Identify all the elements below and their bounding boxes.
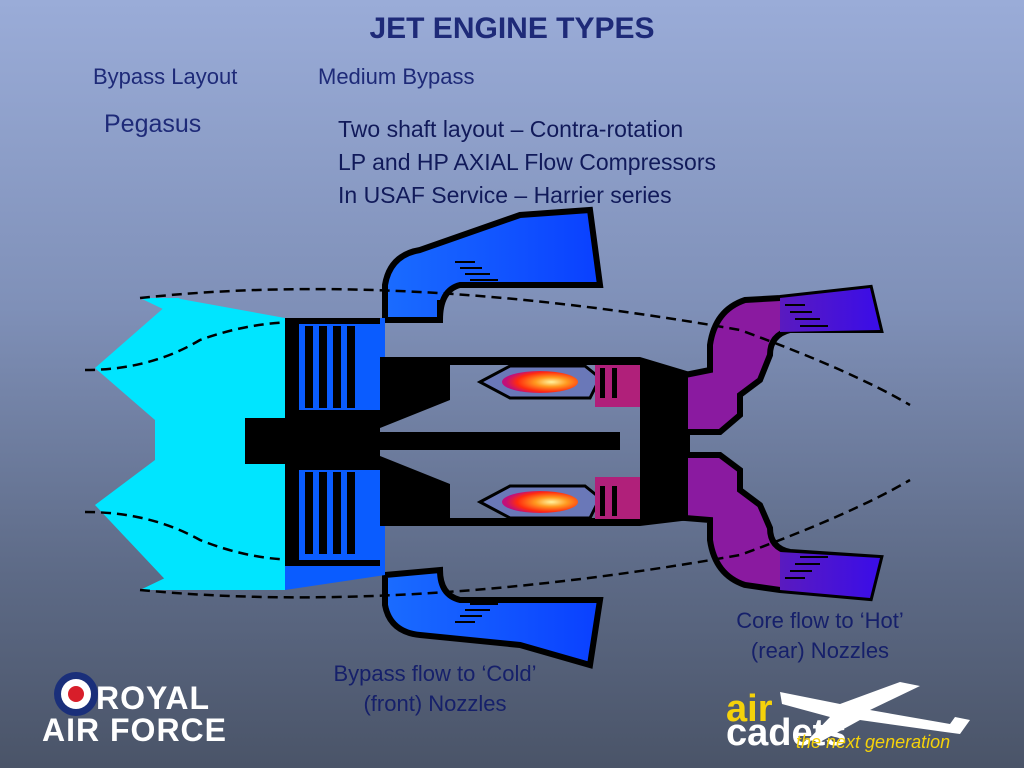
medium-bypass-label: Medium Bypass — [318, 64, 475, 89]
bypass-flow-caption: Bypass flow to ‘Cold’ (front) Nozzles — [300, 659, 570, 719]
air-cadets-logo-text: air — [726, 688, 773, 730]
caption-line: Core flow to ‘Hot’ — [736, 608, 904, 633]
raf-logo-text: ROYAL — [96, 680, 211, 716]
page-title: JET ENGINE TYPES — [369, 12, 655, 45]
glider-icon — [780, 682, 970, 742]
hp-compressor — [388, 368, 433, 516]
cold-nozzle-bottom — [382, 566, 604, 669]
fuselage-outline — [84, 287, 911, 599]
fan-stages — [245, 318, 380, 566]
air-cadets-tagline: the next generation — [796, 732, 951, 752]
spec-line: LP and HP AXIAL Flow Compressors — [338, 149, 716, 175]
caption-line: (front) Nozzles — [363, 691, 507, 716]
raf-roundel-icon — [54, 672, 98, 716]
bypass-layout-label: Bypass Layout — [93, 64, 238, 89]
engine-name-label: Pegasus — [104, 110, 202, 138]
combustor-bottom — [476, 484, 602, 520]
nozzle-vanes — [455, 261, 828, 623]
hot-nozzle-bottom — [682, 452, 884, 602]
turbine-section — [595, 357, 690, 526]
cold-nozzle-top — [382, 206, 604, 323]
air-cadets-logo-text: cadets — [726, 712, 847, 754]
hot-nozzle-top — [682, 284, 884, 435]
caption-line: (rear) Nozzles — [750, 638, 890, 663]
caption-line: Bypass flow to ‘Cold’ — [333, 661, 537, 686]
core-flow-caption: Core flow to ‘Hot’ (rear) Nozzles — [700, 606, 940, 666]
raf-logo-text: AIR FORCE — [42, 712, 227, 748]
combustor-top — [476, 364, 602, 400]
spec-line: In USAF Service – Harrier series — [338, 182, 672, 208]
spec-line: Two shaft layout – Contra-rotation — [338, 116, 684, 142]
